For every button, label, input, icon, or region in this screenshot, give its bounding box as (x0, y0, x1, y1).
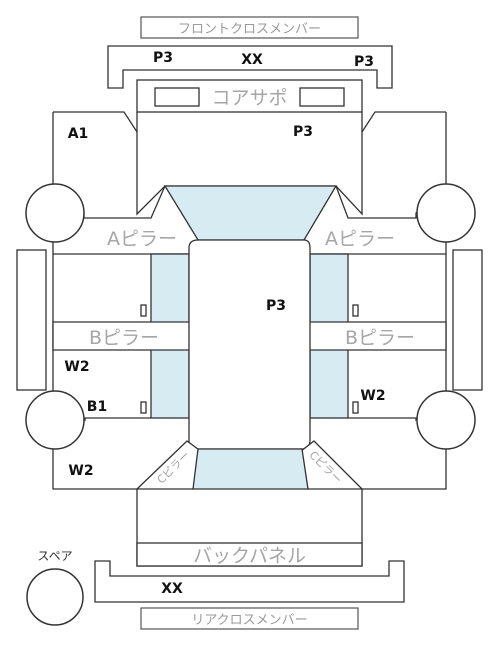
code-front-p3-left: P3 (153, 50, 173, 66)
rear-left-wheel[interactable] (25, 390, 85, 450)
left-lower-marker[interactable] (140, 401, 147, 414)
back-panel-box[interactable] (136, 542, 363, 567)
left-upper-marker[interactable] (140, 304, 147, 317)
b-pillar-right-label: Bピラー (345, 327, 415, 349)
code-w2-left-upper: W2 (64, 359, 89, 375)
spare-tire[interactable] (26, 568, 84, 626)
code-rear-xx: XX (161, 581, 183, 597)
code-front-panel-p3: P3 (293, 124, 313, 140)
front-right-wheel[interactable] (416, 183, 476, 243)
roof-panel[interactable] (188, 239, 311, 450)
rear-cross-member-box[interactable] (140, 607, 359, 630)
right-rear-quarter[interactable] (362, 449, 447, 490)
front-cross-member-box[interactable] (140, 16, 359, 39)
code-w2-right: W2 (360, 388, 385, 404)
left-side-sill[interactable] (16, 249, 47, 391)
code-b1: B1 (87, 399, 107, 415)
rear-bumper-bracket[interactable] (94, 560, 405, 603)
right-upper-marker[interactable] (352, 304, 359, 317)
code-front-p3-right: P3 (354, 54, 374, 70)
left-rear-quarter[interactable] (52, 449, 137, 490)
windshield-glass[interactable] (163, 185, 338, 241)
front-cross-member-label: フロントクロスメンバー (178, 22, 321, 37)
b-pillar-left-label: Bピラー (89, 327, 159, 349)
core-support-left-slot[interactable] (154, 87, 200, 107)
core-support-right-slot[interactable] (299, 87, 345, 107)
a-pillar-left-label: Aピラー (107, 228, 177, 250)
front-bumper-bracket[interactable] (107, 45, 393, 89)
rear-window-glass[interactable] (192, 448, 309, 490)
right-side-sill[interactable] (452, 249, 483, 391)
back-panel-label: バックパネル (193, 545, 306, 567)
code-roof-p3: P3 (266, 298, 286, 314)
spare-tire-label: スペア (37, 549, 72, 563)
a-pillar-right-label: Aピラー (325, 228, 395, 250)
right-fender-panel[interactable] (335, 111, 447, 219)
code-front-xx: XX (241, 52, 263, 68)
front-left-wheel[interactable] (25, 183, 85, 243)
code-a1: A1 (68, 126, 89, 142)
rear-cross-member-label: リアクロスメンバー (191, 613, 307, 628)
code-w2-left-lower: W2 (68, 463, 93, 479)
right-lower-marker[interactable] (352, 401, 359, 414)
rear-right-wheel[interactable] (416, 390, 476, 450)
core-support-label: コアサポ (211, 87, 287, 109)
